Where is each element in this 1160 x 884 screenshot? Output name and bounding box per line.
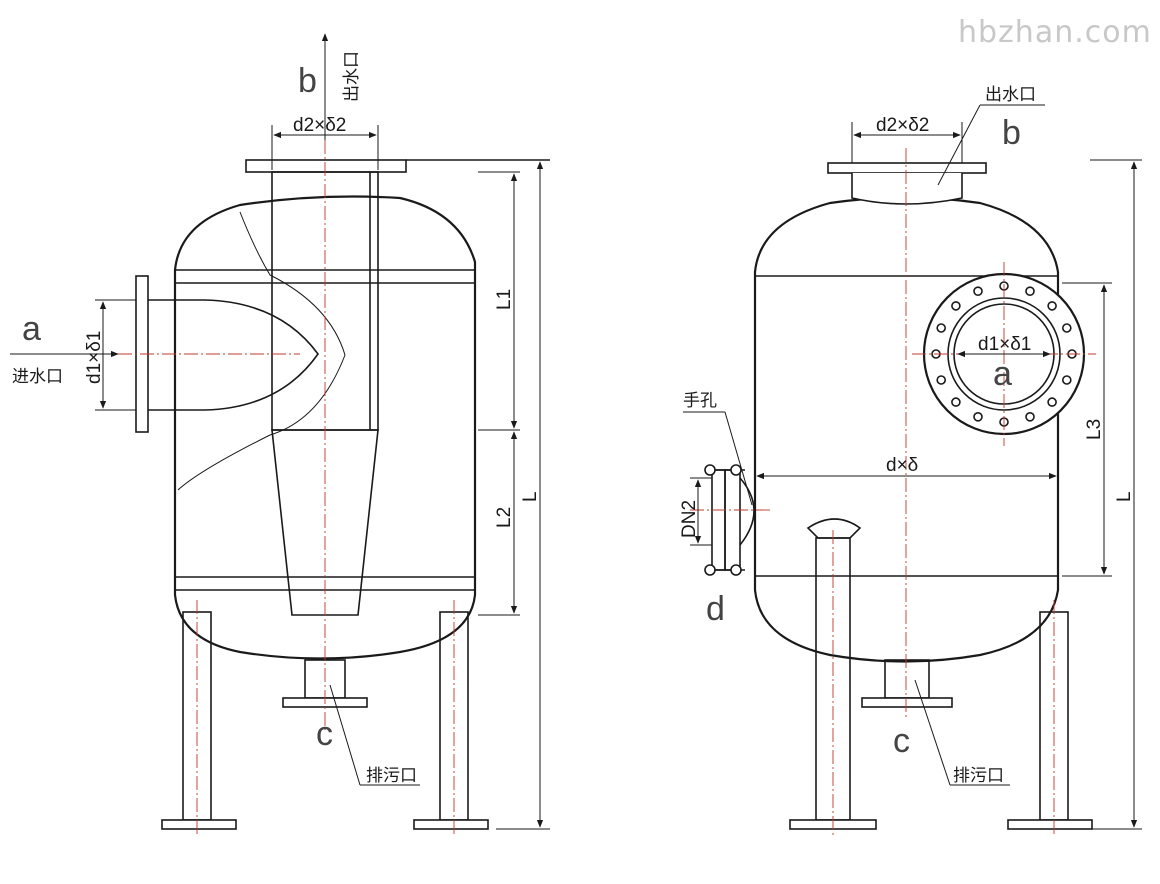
left-outlet-dim: d2×δ2	[293, 115, 346, 136]
flange-bolt-hole	[936, 375, 947, 385]
right-body-dim: d×δ	[886, 455, 918, 476]
right-handhole-flange-a	[724, 469, 741, 571]
left-outlet-letter: b	[298, 62, 317, 100]
right-handhole-nut-1	[704, 464, 716, 476]
left-inlet-label: 进水口	[12, 367, 63, 387]
flange-bolt-hole	[1062, 323, 1072, 333]
right-handhole-neck	[739, 477, 755, 546]
left-inlet-letter: a	[22, 310, 41, 348]
flange-bolt-hole	[973, 411, 983, 422]
right-drain-letter: c	[893, 722, 910, 760]
right-handhole-nut-3	[704, 564, 716, 576]
right-outlet-letter: b	[1002, 114, 1021, 152]
flange-bolt-hole	[1062, 375, 1072, 385]
right-handhole-nut-4	[730, 564, 742, 576]
left-vessel-shell	[173, 195, 477, 660]
left-drain-leader	[329, 684, 361, 786]
right-drain-leader	[914, 679, 951, 786]
right-drain-label: 排污口	[953, 766, 1004, 786]
right-handhole-nut-2	[730, 464, 742, 476]
right-outlet-leader	[937, 104, 981, 186]
right-leg-left-top	[806, 518, 862, 539]
left-inlet-pipe	[148, 299, 319, 411]
right-dim-l: L	[1114, 491, 1135, 502]
left-drain-letter: c	[316, 715, 333, 753]
flange-bolt-hole	[951, 397, 961, 407]
right-vessel-shell	[753, 196, 1060, 663]
right-handhole-letter: d	[706, 590, 725, 628]
left-drain-label: 排污口	[366, 766, 417, 786]
right-outlet-flange	[827, 162, 987, 174]
left-outlet-flange	[245, 159, 407, 173]
flange-bolt-hole	[1047, 397, 1057, 407]
flange-bolt-hole	[1025, 286, 1035, 297]
left-leg-right-foot	[413, 819, 489, 830]
right-outlet-pipe	[851, 173, 963, 205]
right-outlet-dim: d2×δ2	[876, 115, 929, 136]
left-dim-l: L	[520, 491, 541, 502]
flange-bolt-hole	[973, 286, 983, 297]
left-outlet-label: 出水口	[342, 51, 362, 102]
right-view: d2×δ2 出水口 b d1×δ1 a d×δ 手孔 DN2 d c 排污口 L…	[679, 85, 1142, 835]
left-dim-l2: L2	[494, 507, 515, 528]
right-drain-flange	[861, 697, 953, 708]
right-dim-l3: L3	[1084, 419, 1105, 440]
flange-bolt-hole	[1047, 301, 1057, 311]
flange-bolt-hole	[951, 301, 961, 311]
right-leg-right-foot	[1007, 819, 1093, 830]
flange-bolt-hole	[1025, 411, 1035, 422]
left-cyclone-cone	[271, 429, 379, 616]
left-inlet-dim: d1×δ1	[84, 331, 105, 384]
right-handhole-label: 手孔	[683, 391, 717, 411]
right-handhole-flange-b	[711, 469, 726, 571]
right-handhole-leader	[724, 411, 753, 506]
watermark: hbzhan.com	[958, 15, 1152, 50]
right-handhole-dim: DN2	[679, 500, 700, 538]
right-drain-pipe	[884, 659, 930, 699]
right-outlet-label: 出水口	[985, 85, 1036, 105]
right-inlet-letter: a	[993, 355, 1012, 393]
left-leg-left-foot	[161, 819, 237, 830]
left-section-curve	[177, 211, 346, 491]
right-inlet-dim: d1×δ1	[978, 334, 1031, 355]
left-dim-l1: L1	[494, 289, 515, 310]
left-view: b 出水口 d2×δ2 a 进水口 d1×δ1 c 排污口 L1 L2 L	[10, 33, 550, 835]
flange-bolt-hole	[936, 323, 947, 333]
